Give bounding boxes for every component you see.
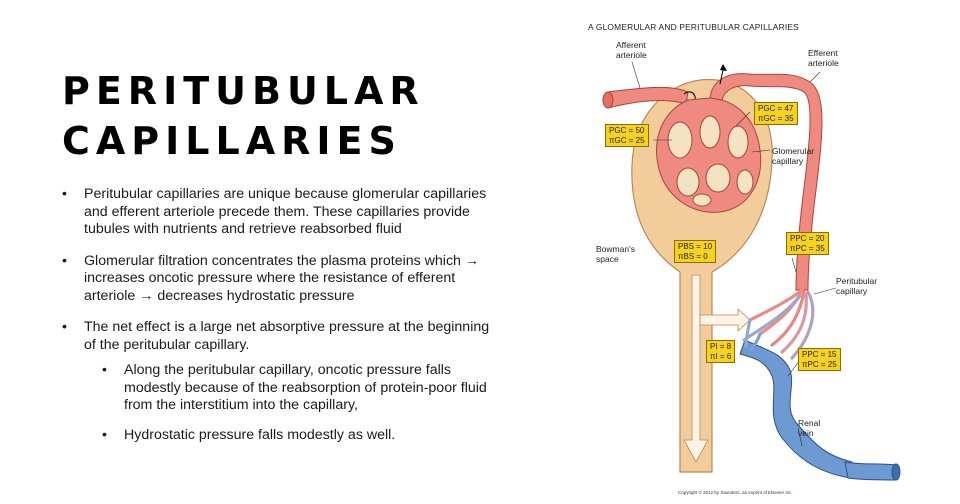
nephron-figure: A GLOMERULAR AND PERITUBULAR CAPILLARIES… (560, 0, 960, 504)
label-line: Bowman's (596, 244, 635, 254)
pressure-box-gc-right: PGC = 47 πGC = 35 (754, 102, 798, 125)
sub-bullet-item: Along the peritubular capillary, oncotic… (62, 362, 502, 415)
label-line: capillary (836, 286, 877, 296)
label-line: Renal (798, 418, 820, 428)
pressure-value: PPC = 20 (790, 234, 825, 244)
pressure-value: PGC = 47 (758, 104, 794, 114)
title-line-2: CAPILLARIES (62, 116, 425, 166)
pressure-box-gc-left: PGC = 50 πGC = 25 (605, 124, 649, 147)
pressure-value: πBS = 0 (678, 252, 712, 262)
pressure-value: πGC = 35 (758, 114, 794, 124)
figure-heading: A GLOMERULAR AND PERITUBULAR CAPILLARIES (588, 22, 799, 32)
sub-bullet-item: Hydrostatic pressure falls modestly as w… (62, 427, 502, 445)
pressure-box-pc-bottom: PPC = 15 πPC = 25 (798, 348, 841, 371)
bullet-item: Glomerular filtration concentrates the p… (62, 253, 502, 306)
copyright-notice: Copyright © 2012 by Saunders, an imprint… (678, 490, 793, 495)
title-line-1: PERITUBULAR (62, 66, 425, 116)
pressure-value: πGC = 25 (609, 136, 645, 146)
slide-title: PERITUBULAR CAPILLARIES (62, 66, 425, 166)
label-line: capillary (772, 156, 814, 166)
pressure-value: πPC = 35 (790, 244, 825, 254)
label-line: Glomerular (772, 146, 814, 156)
bullet-item: The net effect is a large net absorptive… (62, 319, 502, 354)
pressure-value: PPC = 15 (802, 350, 837, 360)
pressure-value: PGC = 50 (609, 126, 645, 136)
label-line: Peritubular (836, 276, 877, 286)
vein-end (845, 462, 896, 480)
pressure-box-bowmans: PBS = 10 πBS = 0 (674, 240, 716, 263)
label-line: arteriole (616, 50, 647, 60)
pressure-value: PBS = 10 (678, 242, 712, 252)
bullet-list: Peritubular capillaries are unique becau… (62, 186, 502, 456)
label-line: vein (798, 428, 820, 438)
label-line: space (596, 254, 635, 264)
bullet-item: Peritubular capillaries are unique becau… (62, 186, 502, 239)
label-line: arteriole (808, 58, 839, 68)
pressure-value: πPC = 25 (802, 360, 837, 370)
pressure-value: PI = 8 (710, 342, 731, 352)
pressure-value: πI = 6 (710, 352, 731, 362)
label-line: Efferent (808, 48, 839, 58)
label-line: Afferent (616, 40, 647, 50)
afferent-opening (603, 92, 613, 108)
pressure-box-pc-top: PPC = 20 πPC = 35 (786, 232, 829, 255)
vein-opening (892, 464, 900, 480)
pressure-box-interstitial: PI = 8 πI = 6 (706, 340, 735, 363)
